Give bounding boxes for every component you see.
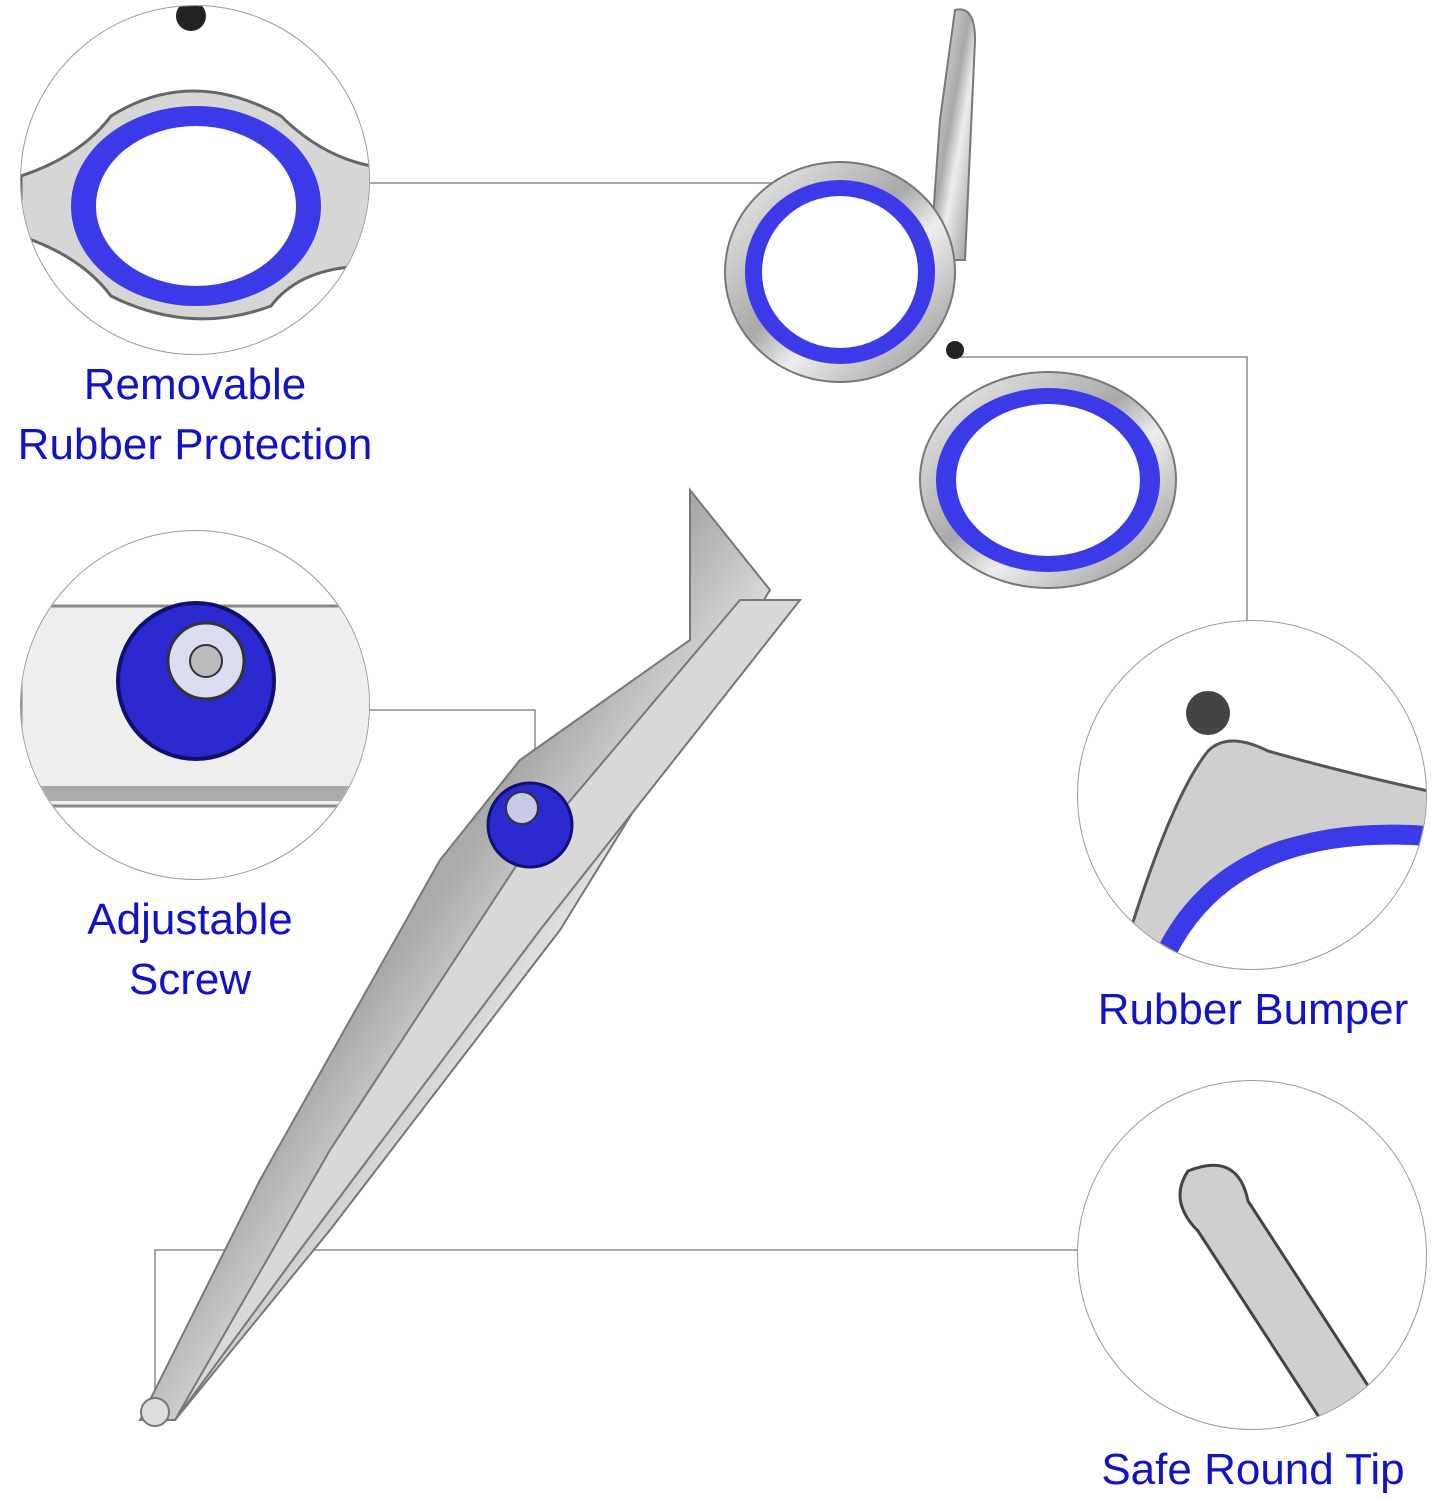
rubber-ring-icon xyxy=(1148,824,1426,969)
label-safe-round-tip: Safe Round Tip xyxy=(1073,1440,1433,1500)
label-rubber-bumper: Rubber Bumper xyxy=(1073,980,1433,1040)
scissors-blade-lower xyxy=(174,599,803,1421)
label-adjustable-screw: Adjustable Screw xyxy=(0,890,380,1010)
label-line: Adjustable xyxy=(87,895,293,944)
label-line: Screw xyxy=(128,955,252,1004)
label-removable-rubber-protection: Removable Rubber Protection xyxy=(0,355,390,475)
bumper-icon xyxy=(1186,691,1230,735)
label-line: Rubber Protection xyxy=(17,420,373,469)
label-line: Removable xyxy=(83,360,307,409)
closeup-round-tip xyxy=(1077,1080,1427,1430)
closeup-adjustable-screw xyxy=(20,530,370,880)
round-tip-icon xyxy=(1178,1163,1381,1429)
label-line: Rubber Bumper xyxy=(1097,985,1409,1034)
round-tip-icon xyxy=(140,1397,170,1427)
bumper-icon xyxy=(946,341,964,359)
closeup-rubber-bumper xyxy=(1077,620,1427,970)
closeup-rubber-protection xyxy=(20,5,370,355)
label-line: Safe Round Tip xyxy=(1101,1445,1405,1494)
